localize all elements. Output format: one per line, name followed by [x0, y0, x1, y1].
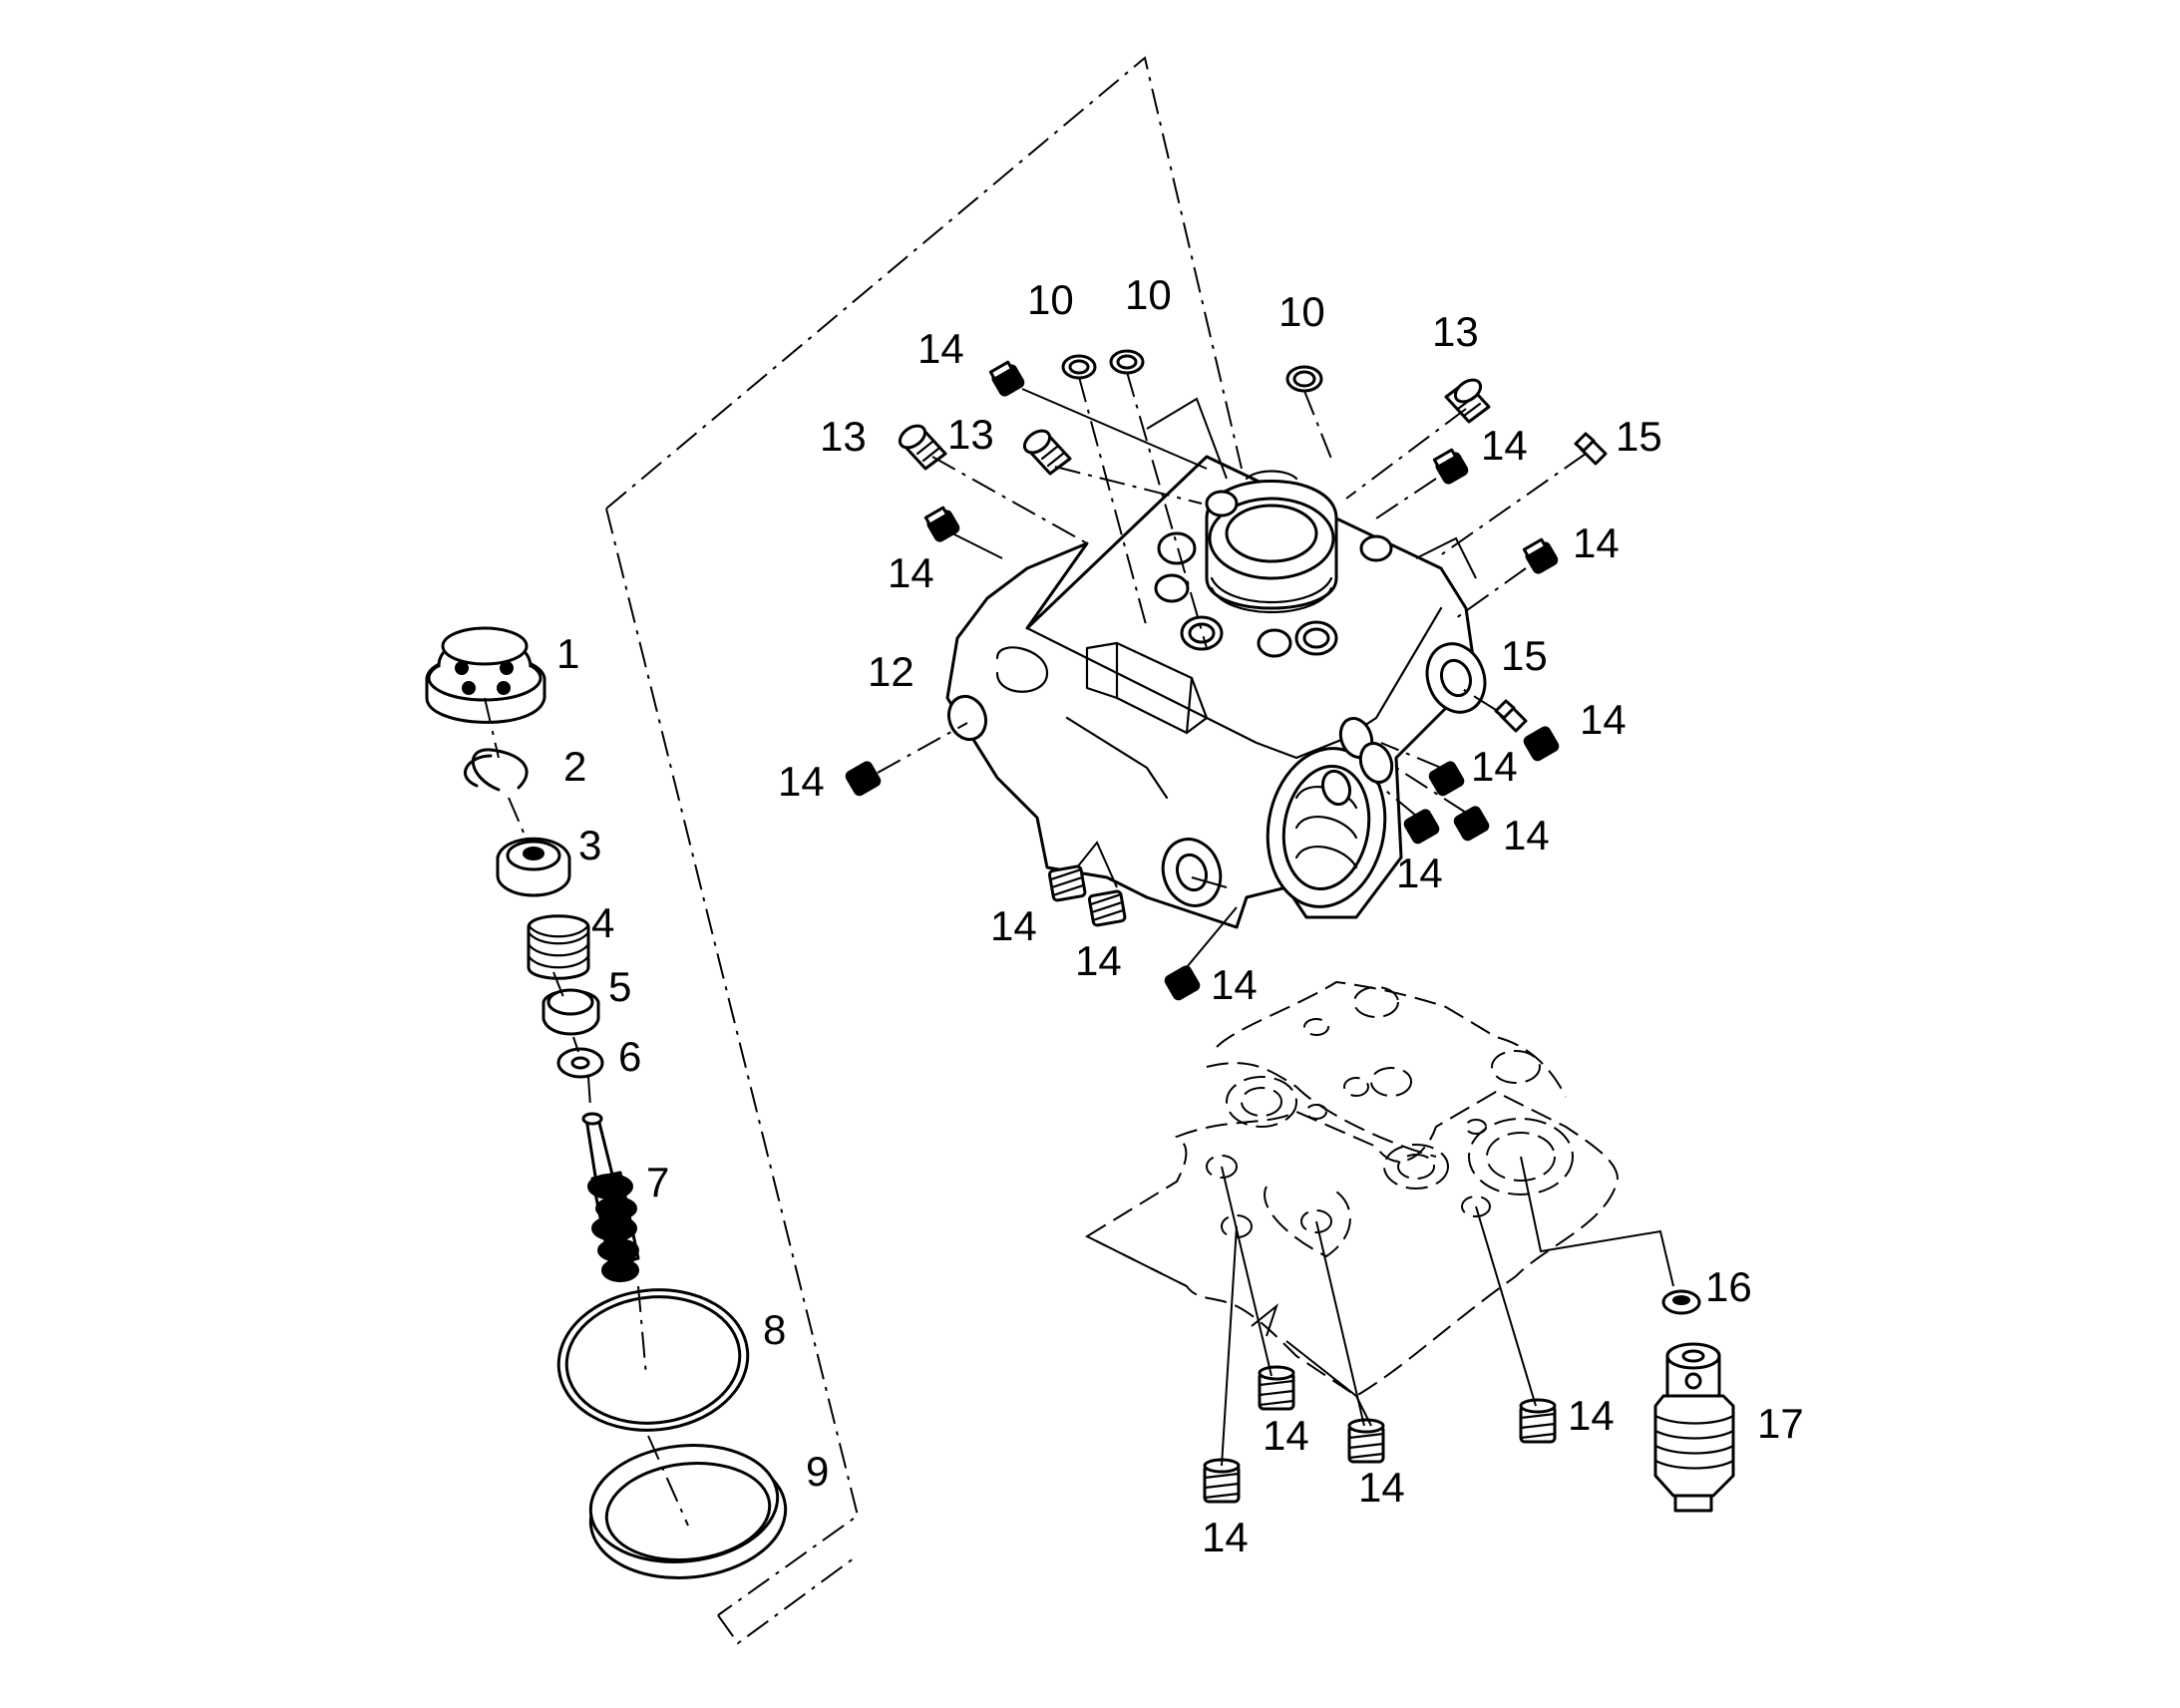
part-12-housing: [945, 455, 1487, 929]
callout-4: 4: [591, 899, 614, 946]
callout-1: 1: [556, 630, 579, 677]
callout-14-m: 14: [1263, 1412, 1309, 1459]
part-6-washer: [556, 1047, 604, 1079]
part-4-spring: [527, 914, 590, 980]
callout-14-g: 14: [1471, 743, 1518, 790]
part-7-spool: [581, 1112, 640, 1282]
callout-5: 5: [608, 963, 631, 1010]
part-9-backup-ring: [588, 1443, 788, 1580]
callout-14-k: 14: [1075, 937, 1122, 984]
lower-leader-lines: [1221, 1156, 1674, 1467]
callout-14-j: 14: [990, 902, 1037, 949]
callout-14-n: 14: [1358, 1464, 1405, 1511]
callout-10-b: 10: [1125, 271, 1172, 318]
callout-14-l: 14: [1211, 961, 1258, 1008]
callout-17: 17: [1757, 1400, 1804, 1447]
callout-15-a: 15: [1616, 413, 1662, 460]
part-16-washer: [1661, 1289, 1701, 1315]
callout-14-a: 14: [917, 325, 964, 372]
callout-13-a: 13: [820, 413, 867, 460]
phantom-outline-left: [605, 56, 1243, 1645]
callout-14-f: 14: [1580, 696, 1627, 743]
part-8-o-ring: [556, 1288, 750, 1432]
callout-10-a: 10: [1027, 276, 1074, 323]
callout-14-h: 14: [1503, 812, 1550, 858]
callout-8: 8: [763, 1306, 786, 1353]
part-15-plugs: [1494, 432, 1608, 733]
callout-14-p: 14: [1568, 1392, 1615, 1439]
part-2-snap-ring: [464, 748, 529, 792]
part-13-plugs: [898, 378, 1491, 476]
callout-14-i: 14: [1396, 850, 1443, 896]
part-3-retainer: [496, 837, 571, 897]
callout-14-e: 14: [778, 758, 825, 805]
callout-3: 3: [578, 822, 601, 868]
callout-14-d: 14: [1573, 519, 1620, 566]
callout-13-b: 13: [947, 411, 994, 458]
callout-2: 2: [563, 743, 586, 790]
callout-10-c: 10: [1278, 288, 1325, 335]
callout-7: 7: [646, 1159, 669, 1205]
callout-labels: 1 2 3 4 5 6 7 8 9 10 10 10 12 13 13 13 1…: [556, 271, 1804, 1560]
callout-14-b: 14: [888, 549, 934, 596]
left-stack-axis: [484, 697, 689, 1527]
callout-15-b: 15: [1501, 632, 1548, 679]
callout-9: 9: [806, 1448, 829, 1495]
part-1-cap: [425, 626, 546, 724]
callout-12: 12: [868, 648, 914, 695]
callout-14-o: 14: [1202, 1514, 1249, 1560]
part-17-relief-valve: [1653, 1342, 1735, 1513]
part-5-spring-seat: [542, 988, 600, 1036]
callout-14-c: 14: [1481, 422, 1528, 469]
callout-13-c: 13: [1432, 308, 1479, 355]
part-10-o-rings: [1061, 349, 1323, 393]
housing-leader-lines: [877, 371, 1587, 968]
part-14-plugs: [845, 360, 1560, 1504]
callout-6: 6: [618, 1033, 641, 1080]
dashed-gasket-outline: [1084, 980, 1619, 1398]
callout-16: 16: [1705, 1263, 1752, 1310]
